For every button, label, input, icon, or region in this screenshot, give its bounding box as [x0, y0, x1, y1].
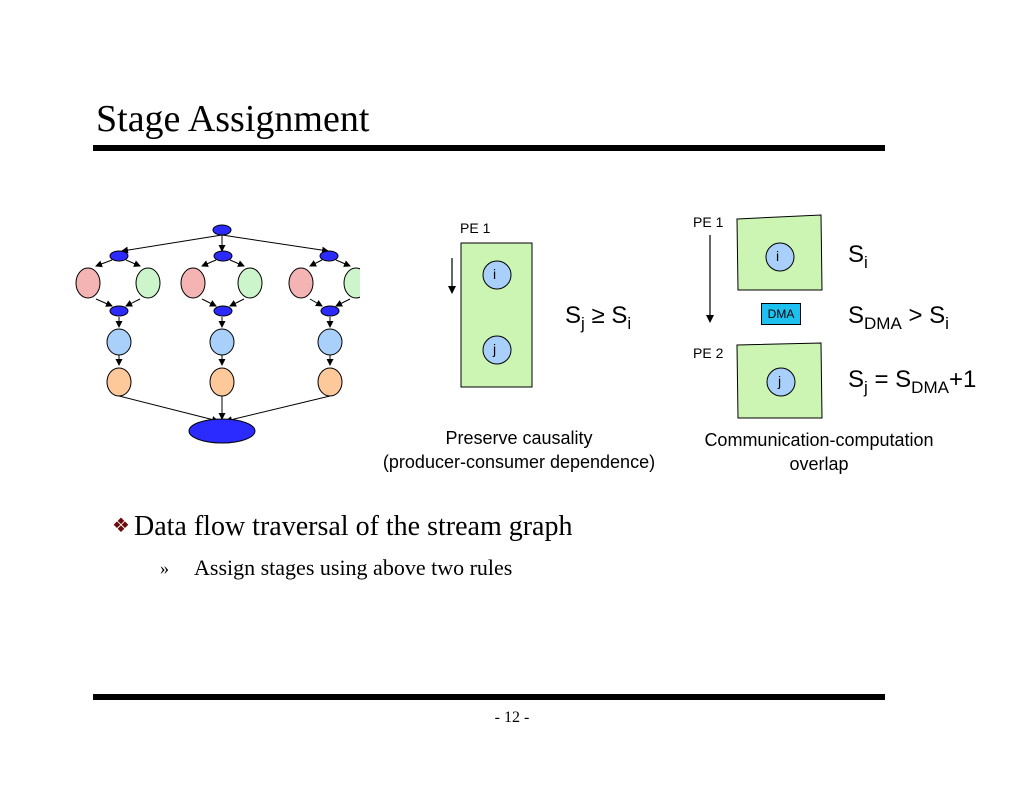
- source-node: [212, 224, 232, 236]
- node-j-label: j: [493, 341, 497, 357]
- join-node: [109, 305, 129, 317]
- sink-node: [188, 418, 256, 444]
- footer-rule: [93, 694, 885, 700]
- orange-node: [106, 367, 132, 397]
- green-node: [343, 267, 360, 299]
- graph-edges: [95, 234, 351, 424]
- pink-node: [75, 267, 101, 299]
- pink-node: [180, 267, 206, 299]
- node-i: [482, 260, 512, 290]
- bullet-item: ❖Data flow traversal of the stream graph: [112, 511, 573, 542]
- overlap-caption: Communication-computation overlap: [704, 430, 934, 474]
- split-node: [319, 250, 339, 262]
- node-i-overlap-label: i: [776, 248, 780, 264]
- pe1-label: PE 1: [460, 220, 491, 236]
- pe2-label-overlap: PE 2: [693, 345, 724, 361]
- split-node: [109, 250, 129, 262]
- orange-node: [317, 367, 343, 397]
- sub-bullet-item: »Assign stages using above two rules: [160, 555, 513, 580]
- pink-node: [288, 267, 314, 299]
- stage-dma-equation: SDMA > Si: [848, 302, 949, 333]
- stage-i-equation: Si: [848, 241, 868, 272]
- node-j-overlap: [766, 367, 796, 397]
- node-i-overlap: [765, 242, 795, 272]
- node-i-label: i: [493, 266, 497, 282]
- split-node: [213, 250, 233, 262]
- pe1-label-overlap: PE 1: [693, 214, 724, 230]
- filter-node: [106, 328, 132, 356]
- node-j-overlap-label: j: [778, 373, 782, 389]
- orange-node: [209, 367, 235, 397]
- filter-node: [317, 328, 343, 356]
- filter-node: [209, 328, 235, 356]
- join-node: [213, 305, 233, 317]
- green-node: [237, 267, 263, 299]
- stage-j-equation: Sj = SDMA+1: [848, 366, 977, 397]
- slide-title: Stage Assignment: [96, 98, 370, 140]
- double-chevron-icon: »: [160, 558, 169, 578]
- dma-box: DMA: [761, 303, 801, 325]
- node-j: [482, 335, 512, 365]
- join-node: [320, 305, 340, 317]
- causality-equation: Sj ≥ Si: [565, 302, 632, 333]
- title-rule: [93, 145, 885, 151]
- stream-graph: [75, 224, 360, 444]
- diamond-bullet-icon: ❖: [112, 515, 130, 537]
- page-number: - 12 -: [494, 709, 530, 726]
- graph-nodes: [75, 224, 360, 444]
- green-node: [135, 267, 161, 299]
- causality-caption: Preserve causality (producer-consumer de…: [382, 428, 656, 472]
